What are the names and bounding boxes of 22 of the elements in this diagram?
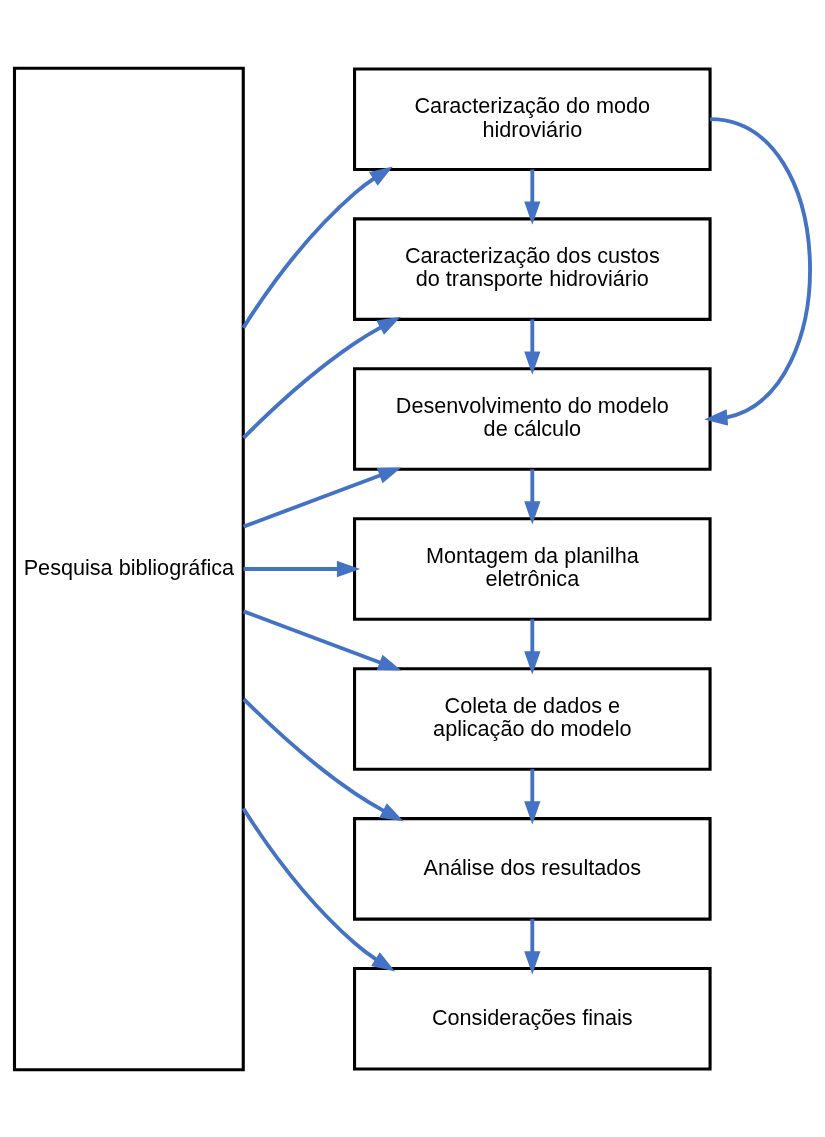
arrow bbox=[524, 768, 541, 824]
node-box: Análise dos resultados bbox=[353, 816, 712, 921]
arrow bbox=[524, 618, 541, 675]
node-box: Desenvolvimento do modelo de cálculo bbox=[353, 366, 712, 471]
arrow bbox=[242, 316, 401, 439]
arrow bbox=[243, 560, 361, 577]
node-box: Caracterização do modo hidroviário bbox=[353, 66, 712, 171]
node-box: Considerações finais bbox=[353, 966, 712, 1071]
node-box: Montagem da planilha eletrônica bbox=[353, 516, 712, 621]
arrow bbox=[242, 467, 402, 528]
node-box: Caracterização dos custos do transporte hidroviário bbox=[353, 216, 712, 321]
node-box: Coleta de dados e aplicação do modelo bbox=[353, 666, 712, 771]
arrow bbox=[241, 807, 396, 971]
arrow bbox=[704, 116, 812, 426]
arrow bbox=[241, 166, 393, 329]
arrow bbox=[242, 609, 402, 670]
arrow bbox=[524, 468, 541, 525]
arrow bbox=[524, 318, 541, 375]
arrow bbox=[524, 168, 541, 225]
arrow bbox=[242, 697, 404, 821]
node-box: Pesquisa bibliográfica bbox=[12, 66, 245, 1071]
arrow bbox=[524, 918, 541, 974]
